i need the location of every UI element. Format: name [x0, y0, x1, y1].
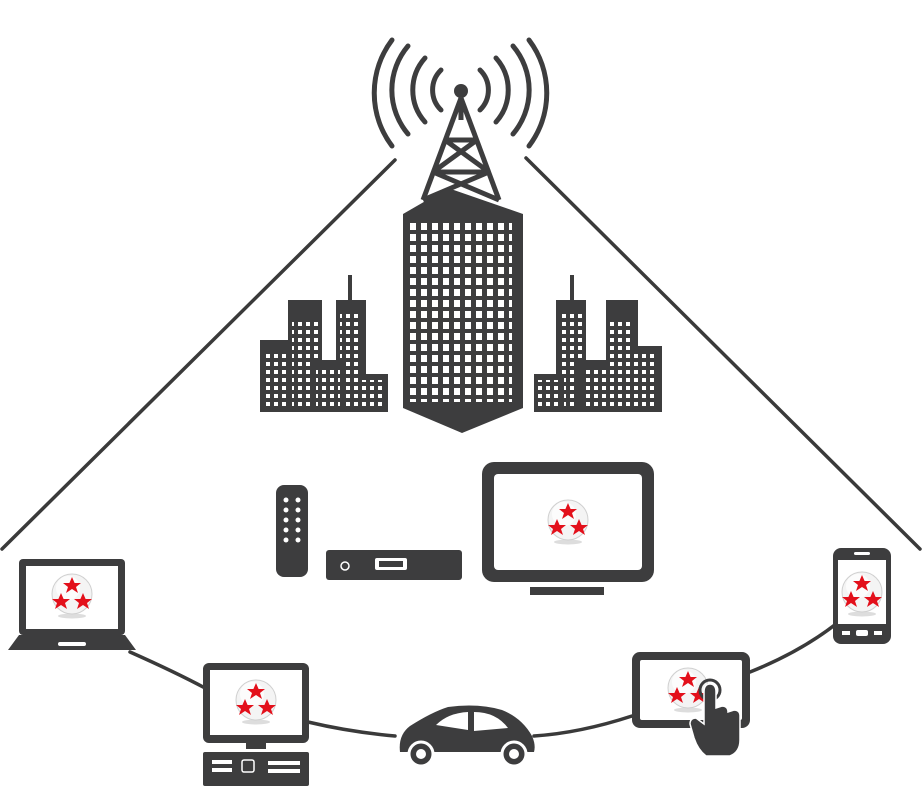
- link-tower-to-right: [524, 156, 922, 551]
- connection-lines: [0, 156, 922, 738]
- tablet-touch-icon: [632, 652, 750, 757]
- remote-control-icon: [276, 485, 308, 577]
- set-top-box-icon: [326, 550, 462, 580]
- smartphone-icon: [833, 548, 891, 644]
- link-devices-arc: [128, 622, 838, 738]
- car-icon: [399, 705, 535, 768]
- city-buildings-icon: [260, 188, 662, 433]
- desktop-computer-icon: [203, 663, 309, 786]
- laptop-icon: [8, 559, 136, 650]
- tv-icon: [482, 462, 654, 595]
- transmission-tower-icon: [371, 37, 550, 203]
- hand-pointer-icon: [689, 678, 741, 757]
- link-tower-to-left: [0, 158, 397, 551]
